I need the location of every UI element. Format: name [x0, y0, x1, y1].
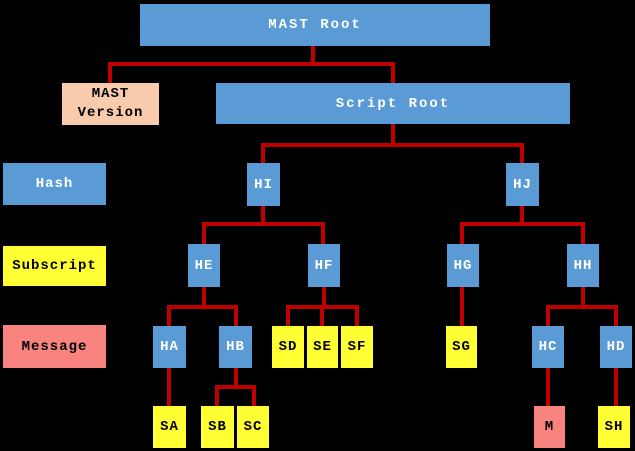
edge-hf-to-sd-sf	[286, 305, 359, 326]
node-script-root: Script Root	[216, 83, 570, 124]
node-hb: HB	[219, 326, 252, 368]
node-sd: SD	[272, 326, 304, 368]
edge-hj-to-hg-hh	[460, 222, 585, 244]
node-sb: SB	[201, 406, 234, 448]
node-hi: HI	[247, 163, 280, 206]
edge-hb-to-sb-sc	[215, 385, 256, 406]
node-m: M	[534, 406, 565, 448]
edge-he-to-ha-hb	[167, 305, 238, 326]
node-mast-version: MAST Version	[62, 83, 159, 125]
node-hj: HJ	[506, 163, 539, 206]
node-hd: HD	[600, 326, 632, 368]
node-hf: HF	[308, 244, 340, 287]
node-sh: SH	[598, 406, 630, 448]
edge-hh-to-hc-hd	[546, 305, 618, 326]
edge-hi-to-he-hf	[202, 222, 325, 244]
legend-hash: Hash	[3, 163, 106, 205]
node-hh: HH	[567, 244, 599, 287]
node-ha: HA	[153, 326, 186, 368]
edge-script-to-hi-hj	[261, 143, 524, 163]
node-hc: HC	[532, 326, 564, 368]
node-sa: SA	[153, 406, 186, 448]
edge-root-to-version-and-script	[108, 62, 395, 83]
node-sg: SG	[446, 326, 477, 368]
legend-subscript: Subscript	[3, 246, 106, 286]
node-he: HE	[188, 244, 220, 287]
node-sf: SF	[341, 326, 373, 368]
node-mast-root: MAST Root	[140, 4, 490, 46]
node-hg: HG	[447, 244, 479, 287]
node-sc: SC	[237, 406, 269, 448]
legend-message: Message	[3, 325, 106, 368]
node-se: SE	[307, 326, 338, 368]
